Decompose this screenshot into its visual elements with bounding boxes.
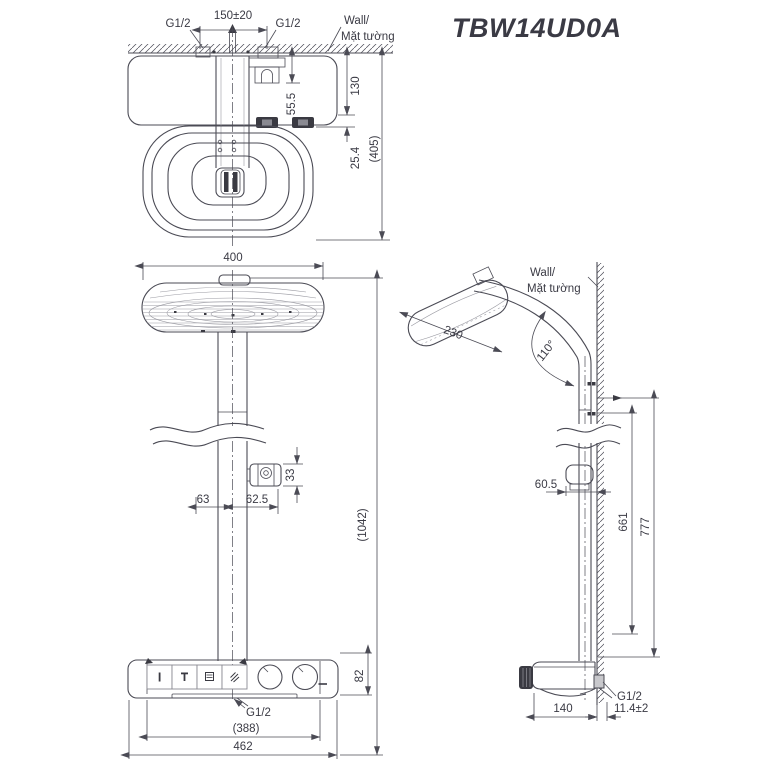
dim-11-4-label: 11.4±2 xyxy=(614,703,648,715)
clip-mark-left xyxy=(145,658,153,664)
break-line-side-1 xyxy=(556,424,622,433)
head-arm-tab xyxy=(218,274,251,286)
g12-outlet-label: G1/2 xyxy=(246,707,271,719)
dim-25-4-label: 25.4 xyxy=(350,146,362,169)
product-code: TBW14UD0A xyxy=(452,13,622,43)
arm-tube-inner xyxy=(473,290,580,661)
g12-left-leader xyxy=(189,29,204,49)
control-box-side xyxy=(519,661,597,697)
top-view-drawing: 150±20 G1/2 G1/2 Wall/ Mặt tường xyxy=(127,10,395,248)
side-knob xyxy=(519,666,533,689)
dim-140-label: 140 xyxy=(553,703,572,715)
dim-661-label: 661 xyxy=(618,512,630,531)
shower-head-plan xyxy=(142,125,314,238)
g12-side-leader xyxy=(602,681,617,697)
side-view-drawing: Wall/ Mặt tường 230 110° xyxy=(398,262,660,721)
g12-right-leader xyxy=(264,29,277,49)
screw-holes xyxy=(217,139,237,153)
button-icon-4 xyxy=(230,672,240,683)
mount-pointer xyxy=(613,395,622,401)
hand-shower-holder-front xyxy=(247,463,282,487)
angle-110-label: 110° xyxy=(535,338,559,363)
hand-shower-holder-plan xyxy=(215,167,245,198)
head-nub-left xyxy=(201,330,205,333)
dim-62-5-label: 62.5 xyxy=(246,494,268,506)
button-icon-1 xyxy=(158,672,161,682)
dim-405-label: (405) xyxy=(369,135,381,162)
dim-230-label: 230 xyxy=(442,324,464,342)
dim-33-label: 33 xyxy=(285,469,297,482)
g12-wall-fitting xyxy=(593,674,605,689)
g12-left-label: G1/2 xyxy=(166,18,191,30)
button-icon-3 xyxy=(205,672,214,681)
hand-shower-holder-side xyxy=(565,464,594,491)
front-view-drawing: 400 xyxy=(120,252,383,759)
angle-arc xyxy=(531,310,575,387)
clip-mark-right xyxy=(239,658,247,665)
mode-buttons xyxy=(146,664,248,690)
volume-knob xyxy=(291,663,327,691)
wall-label-side-2: Mặt tường xyxy=(527,283,581,295)
dim-150-label: 150±20 xyxy=(214,10,252,22)
break-line-front-1 xyxy=(149,422,265,433)
wall-fitting-left xyxy=(195,46,211,58)
dim-63-label: 63 xyxy=(197,494,210,506)
dim-462-label: 462 xyxy=(233,741,252,753)
break-line-side-2 xyxy=(555,440,621,449)
shower-head-texture xyxy=(142,286,324,331)
outlet-slot xyxy=(171,693,298,699)
dim-82-label: 82 xyxy=(354,670,366,683)
knob-plan-left xyxy=(256,117,278,128)
wall-hatch-side xyxy=(597,263,604,703)
wall-hatch-top xyxy=(128,44,393,53)
head-nub-center xyxy=(231,330,236,333)
wall-fitting-right xyxy=(248,46,286,84)
wall-label-side-1: Wall/ xyxy=(530,267,556,279)
dim-777-label: 777 xyxy=(640,517,652,536)
button-icon-2 xyxy=(181,672,188,681)
break-line-front-2 xyxy=(152,436,267,447)
dim-130-label: 130 xyxy=(350,76,362,95)
g12-side-label: G1/2 xyxy=(617,691,642,703)
wall-leader-top xyxy=(327,26,342,52)
arm-tube-outer xyxy=(478,279,592,661)
dim-388-label: (388) xyxy=(233,723,260,735)
temperature-knob xyxy=(257,664,283,690)
dim-400-label: 400 xyxy=(223,252,242,264)
dim-1042-label: (1042) xyxy=(357,508,369,541)
dim-60-5-label: 60.5 xyxy=(535,479,557,491)
wall-label-top-2: Mặt tường xyxy=(341,31,395,43)
wall-leader-side xyxy=(587,276,599,288)
g12-outlet-leader xyxy=(233,698,246,709)
knob-plan-right xyxy=(292,117,314,128)
g12-right-label: G1/2 xyxy=(276,18,301,30)
dim-55-5-label: 55.5 xyxy=(286,93,298,115)
wall-label-top-1: Wall/ xyxy=(344,15,370,27)
